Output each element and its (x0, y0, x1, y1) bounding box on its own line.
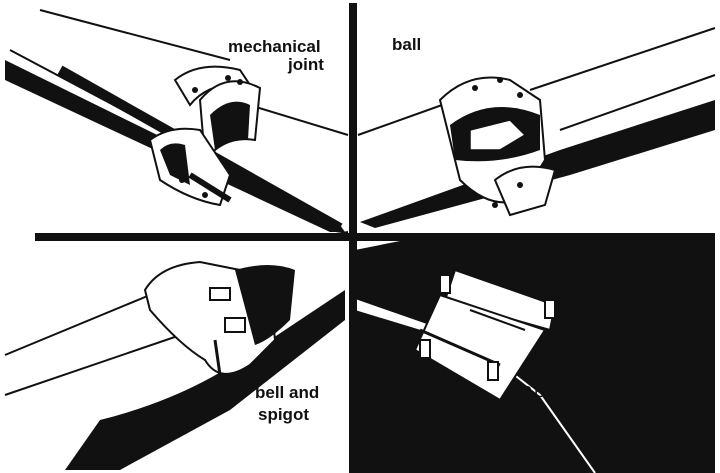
label-bell-and: bell and (255, 383, 319, 402)
mechanical-joint-panel: mechanical joint (5, 9, 349, 233)
label-joint: joint (287, 55, 324, 74)
ball-joint-body (438, 76, 557, 217)
bell-spigot-bell (143, 260, 295, 380)
label-spigot: spigot (258, 405, 309, 424)
ball-joint-panel: ball (357, 27, 716, 228)
label-mechanical: mechanical (228, 37, 321, 56)
horizontal-divider (35, 233, 715, 241)
mechanical-joint-collar (148, 65, 262, 207)
dresser-panel: DRESSER (354, 240, 715, 473)
bell-and-spigot-panel: bell and spigot (4, 231, 349, 470)
label-dresser: DRESSER (512, 383, 589, 401)
label-ball: ball (392, 35, 421, 54)
dresser-coupling (413, 263, 566, 402)
